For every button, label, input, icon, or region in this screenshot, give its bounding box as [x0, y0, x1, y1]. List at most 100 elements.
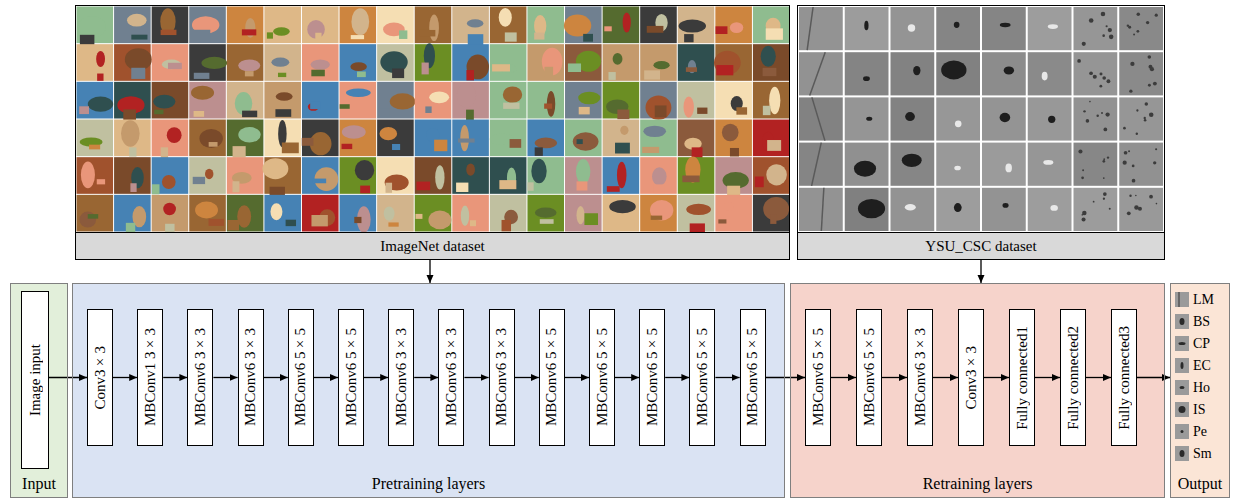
- photo-object: [388, 222, 398, 226]
- photo-object: [267, 32, 273, 38]
- layer-box: MBConv6 5×5: [856, 309, 882, 446]
- photo-object: [460, 125, 469, 151]
- photo-object: [270, 203, 282, 220]
- photo-object: [262, 158, 288, 179]
- photo-tile: [415, 82, 452, 119]
- defect-tile: [1074, 7, 1118, 50]
- photo-object: [315, 33, 321, 41]
- defect-blob: [863, 76, 870, 81]
- photo-object: [502, 220, 511, 231]
- photo-object: [152, 184, 159, 194]
- defect-blob: [1004, 66, 1014, 74]
- defect-speck: [1086, 119, 1090, 123]
- class-icon: [1175, 424, 1189, 439]
- photo-object: [310, 101, 320, 109]
- photo-object: [429, 14, 439, 41]
- flow-arrow: [615, 377, 639, 378]
- dataset-caption: YSU_CSC dataset: [798, 232, 1164, 259]
- photo-object: [422, 63, 429, 75]
- defect-speck: [1106, 25, 1108, 27]
- defect-tile: [845, 143, 889, 186]
- photo-object: [392, 144, 400, 150]
- photo-object: [583, 34, 593, 42]
- photo-object: [131, 35, 147, 40]
- photo-tile: [264, 82, 301, 119]
- layer-box: MBConv6 3×3: [238, 309, 264, 446]
- layer-box: MBConv6 5×5: [740, 309, 766, 446]
- defect-speck: [1136, 133, 1138, 135]
- defect-tile: [1119, 188, 1163, 231]
- panel-ground: [790, 283, 1165, 498]
- defect-tile: [936, 52, 980, 95]
- photo-object: [435, 165, 444, 189]
- photo-tile: [377, 157, 414, 194]
- layer-label: MBConv6 3×3: [913, 328, 928, 426]
- photo-object: [544, 104, 552, 109]
- photo-object: [467, 19, 484, 27]
- photo-object: [273, 27, 290, 35]
- defect-speck: [1096, 114, 1098, 116]
- defect-speck: [1124, 151, 1128, 155]
- photo-object: [604, 26, 611, 31]
- photo-object: [201, 57, 227, 69]
- defect-speck: [1123, 161, 1127, 165]
- layer-box: MBConv6 5×5: [689, 309, 715, 446]
- class-icon: [1175, 402, 1189, 417]
- defect-speck: [1127, 24, 1129, 26]
- photo-object: [386, 183, 393, 193]
- photo-object: [763, 68, 777, 76]
- photo-object: [342, 125, 366, 139]
- flow-arrow: [515, 377, 539, 378]
- layer-box: MBConv6 3×3: [438, 309, 464, 446]
- photo-object: [623, 12, 631, 32]
- photo-object: [311, 59, 330, 69]
- photo-object: [564, 14, 591, 36]
- photo-object: [620, 126, 628, 135]
- class-icon: [1175, 292, 1189, 307]
- photo-tile: [377, 195, 414, 232]
- photo-object: [761, 46, 776, 67]
- layer-label: MBConv6 5×5: [344, 328, 359, 426]
- defect-speck: [1129, 90, 1132, 93]
- photo-object: [78, 16, 106, 38]
- photo-object: [505, 32, 517, 41]
- photo-object: [195, 202, 218, 219]
- defect-blob: [1050, 205, 1058, 211]
- photo-tile: [77, 120, 114, 157]
- photo-tile: [114, 157, 151, 194]
- flow-arrow: [980, 260, 981, 283]
- photo-tile: [340, 82, 377, 119]
- defect-speck: [1123, 127, 1126, 130]
- defect-speck: [1135, 195, 1137, 197]
- photo-object: [194, 30, 210, 41]
- defect-tile: [1074, 52, 1118, 95]
- photo-object: [162, 175, 176, 189]
- layer-label: Conv3×3: [93, 346, 108, 410]
- photo-object: [238, 127, 260, 142]
- photo-object: [684, 34, 693, 42]
- class-label: BS: [1193, 314, 1210, 330]
- flow-arrow: [1137, 377, 1170, 378]
- flow-arrow: [464, 377, 488, 378]
- photo-object: [503, 103, 519, 109]
- defect-speck: [1136, 109, 1138, 111]
- photo-object: [81, 162, 95, 189]
- photo-tile: [603, 44, 640, 81]
- defect-tile: [1028, 143, 1072, 186]
- defect-speck: [1130, 62, 1134, 66]
- defect-tile: [936, 143, 980, 186]
- photo-object: [679, 20, 706, 33]
- class-icon-mark: [1181, 430, 1184, 433]
- defect-tile: [799, 7, 843, 50]
- defect-tile: [891, 52, 935, 95]
- defect-tile: [982, 52, 1026, 95]
- photo-object: [97, 74, 103, 81]
- class-icon: [1175, 446, 1189, 461]
- photo-object: [194, 73, 210, 79]
- photo-object: [88, 214, 98, 219]
- photo-object: [237, 205, 251, 227]
- photo-object: [544, 67, 553, 77]
- photo-object: [282, 142, 299, 153]
- defect-tile: [1074, 188, 1118, 231]
- photo-tile: [527, 44, 564, 81]
